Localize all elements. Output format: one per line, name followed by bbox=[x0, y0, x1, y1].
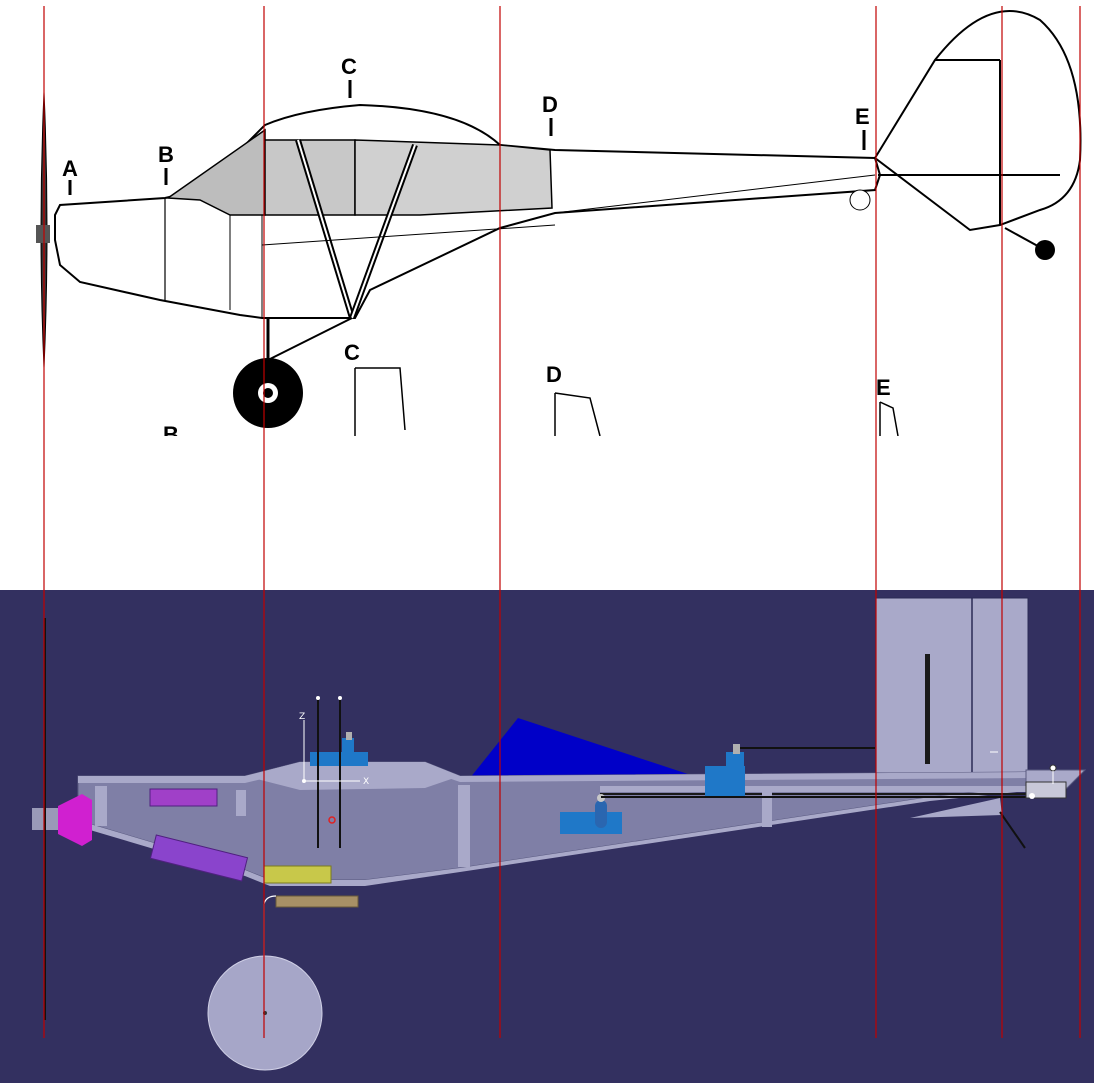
cad-rudder-fin bbox=[875, 597, 1029, 774]
cad-servo-elevator bbox=[560, 794, 1030, 834]
axis-label-z: Z bbox=[299, 712, 305, 722]
section-label-c: C bbox=[344, 340, 360, 365]
cad-cg-posts bbox=[316, 696, 342, 848]
station-label-a: A bbox=[62, 156, 78, 181]
section-fragments: B C D E bbox=[0, 340, 1094, 590]
station-label-b: B bbox=[158, 142, 174, 167]
cad-dorsal-fin bbox=[470, 718, 700, 778]
cad-battery-top bbox=[149, 788, 218, 807]
drawing-windshield bbox=[165, 128, 266, 216]
cad-firewall bbox=[95, 786, 107, 826]
station-label-d: D bbox=[542, 92, 558, 117]
cad-skid-plate bbox=[275, 895, 359, 908]
cad-bulkhead-2 bbox=[458, 785, 470, 867]
station-markers: A B C D E bbox=[62, 54, 870, 195]
cad-spinner bbox=[58, 794, 92, 846]
cad-battery-main bbox=[149, 834, 249, 882]
cad-tray-yellow bbox=[263, 865, 332, 884]
cad-ventral-fin bbox=[910, 798, 1002, 818]
aircraft-line-drawing: A B C D E B C D E bbox=[0, 10, 1094, 590]
cad-tail-boom bbox=[600, 786, 1030, 792]
cad-bulkhead-3 bbox=[762, 787, 772, 827]
cad-bulkhead-1 bbox=[236, 790, 246, 816]
station-alignment-lines bbox=[43, 6, 1081, 1038]
cad-model-view: Z X bbox=[0, 590, 1094, 1083]
station-label-e: E bbox=[855, 104, 870, 129]
drawing-cabin-window-rear bbox=[354, 139, 553, 216]
cad-tail-horn bbox=[1025, 764, 1067, 799]
drawing-strut-front-inner bbox=[297, 139, 353, 319]
section-label-d: D bbox=[546, 362, 562, 387]
cad-axis-triad: Z X bbox=[299, 712, 369, 787]
cad-rudder-spar bbox=[925, 654, 930, 764]
section-label-e: E bbox=[876, 375, 891, 400]
drawing-strut-rear-inner bbox=[351, 144, 416, 319]
cad-servo-rear bbox=[705, 744, 875, 798]
cad-canopy-fairing bbox=[245, 762, 460, 790]
drawing-spinner bbox=[36, 225, 50, 243]
axis-label-x: X bbox=[363, 777, 369, 787]
station-label-c: C bbox=[341, 54, 357, 79]
